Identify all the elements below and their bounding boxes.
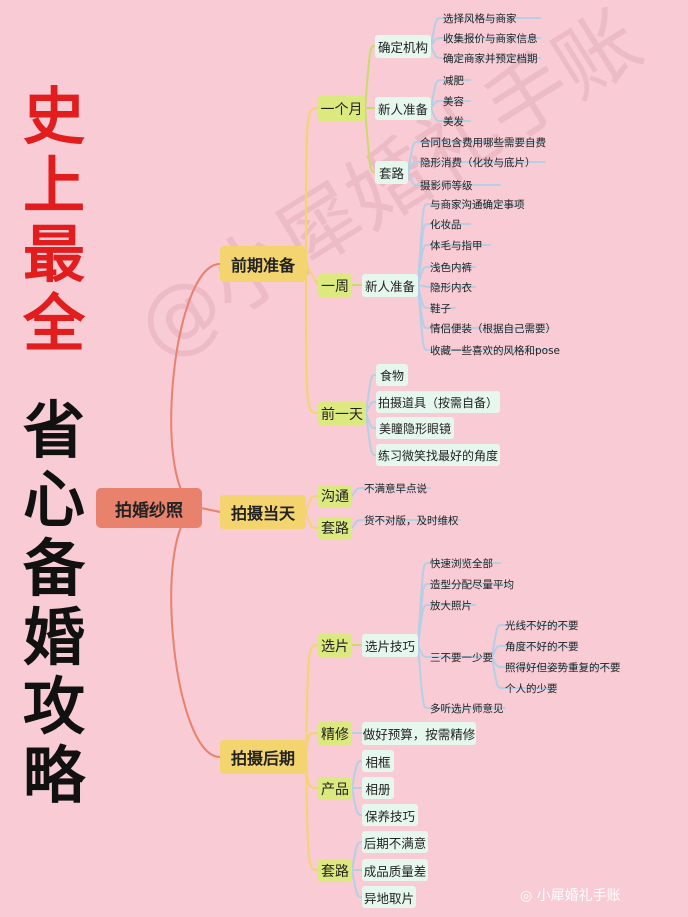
weibo-watermark: ◎ 小犀婚礼手账: [520, 885, 621, 905]
post-trap-item: 异地取片: [362, 886, 416, 908]
leaf-item: 三不要一少要: [430, 652, 493, 664]
select-node: 选片: [318, 634, 352, 657]
select-skill-node: 选片技巧: [362, 634, 418, 657]
product-node: 产品: [318, 777, 352, 800]
weibo-account: 小犀婚礼手账: [536, 888, 621, 904]
post-trap-node: 套路: [318, 859, 352, 882]
leaf-item: 化妆品: [430, 219, 462, 231]
title-char: 全: [22, 287, 85, 360]
product-item: 相册: [362, 777, 394, 799]
day-item: 拍摄道具（按需自备）: [376, 391, 500, 413]
leaf-item: 与商家沟通确定事项: [430, 199, 525, 211]
product-item: 保养技巧: [362, 804, 418, 826]
leaf-item: 合同包含费用哪些需要自费: [420, 137, 546, 149]
root-node: 拍婚纱照: [96, 488, 202, 528]
day-item: 食物: [376, 364, 408, 386]
leaf-item: 隐形消费（化妆与底片）: [420, 157, 536, 169]
day-item: 练习微笑找最好的角度: [376, 444, 500, 466]
title-char: 婚: [22, 601, 85, 674]
leaf-item: 确定商家并预定档期: [443, 53, 538, 65]
title-char: 略: [22, 739, 85, 812]
shoot-trap-node: 套路: [318, 517, 352, 539]
week-node: 一周: [318, 274, 352, 297]
week-newcomer-node: 新人准备: [362, 274, 418, 297]
title-char: 攻: [22, 670, 85, 743]
title-char: 心: [22, 463, 85, 536]
retouch-note: 做好预算，按需精修: [362, 722, 476, 745]
leaf-item: 放大照片: [430, 600, 472, 612]
day-item: 美瞳隐形眼镜: [376, 417, 454, 439]
title-char: 最: [22, 218, 85, 291]
communicate-node: 沟通: [318, 485, 352, 507]
leaf-item: 体毛与指甲: [430, 240, 483, 252]
leaf-item: 不满意早点说: [364, 483, 427, 495]
leaf-item: 货不对版，及时维权: [364, 515, 459, 527]
month-node: 一个月: [318, 96, 365, 121]
leaf-item: 照得好但姿势重复的不要: [505, 662, 621, 674]
month-newcomer-node: 新人准备: [375, 97, 431, 120]
leaf-item: 收集报价与商家信息: [443, 33, 538, 45]
product-item: 相框: [362, 750, 394, 772]
month-trap-node: 套路: [375, 161, 408, 184]
title-red: 史 上 最 全: [14, 86, 94, 362]
title-char: 上: [22, 149, 85, 222]
title-black: 省 心 备 婚 攻 略: [14, 400, 94, 814]
leaf-item: 美发: [443, 116, 464, 128]
leaf-item: 快速浏览全部: [430, 558, 493, 570]
leaf-item: 光线不好的不要: [505, 620, 579, 632]
stage-prep-node: 前期准备: [220, 246, 306, 282]
leaf-item: 美容: [443, 96, 464, 108]
leaf-item: 收藏一些喜欢的风格和pose: [430, 345, 561, 357]
leaf-item: 浅色内裤: [430, 262, 472, 274]
leaf-item: 隐形内衣: [430, 282, 472, 294]
retouch-node: 精修: [318, 722, 352, 745]
title-char: 省: [22, 394, 85, 467]
title-char: 备: [22, 532, 85, 605]
stage-post-node: 拍摄后期: [220, 740, 306, 774]
leaf-item: 多听选片师意见: [430, 703, 504, 715]
title-char: 史: [22, 80, 85, 153]
post-trap-item: 成品质量差: [362, 859, 428, 881]
leaf-item: 情侣便装（根据自己需要）: [430, 323, 556, 335]
leaf-item: 摄影师等级: [420, 180, 473, 192]
leaf-item: 角度不好的不要: [505, 641, 579, 653]
leaf-item: 造型分配尽量平均: [430, 579, 514, 591]
leaf-item: 选择风格与商家: [443, 13, 517, 25]
stage-shoot-node: 拍摄当天: [220, 495, 306, 529]
org-node: 确定机构: [375, 35, 431, 58]
day-before-node: 前一天: [318, 402, 366, 425]
leaf-item: 个人的少要: [505, 683, 558, 695]
leaf-item: 鞋子: [430, 303, 451, 315]
post-trap-item: 后期不满意: [362, 831, 428, 853]
leaf-item: 减肥: [443, 75, 464, 87]
weibo-icon: ◎: [520, 888, 533, 904]
